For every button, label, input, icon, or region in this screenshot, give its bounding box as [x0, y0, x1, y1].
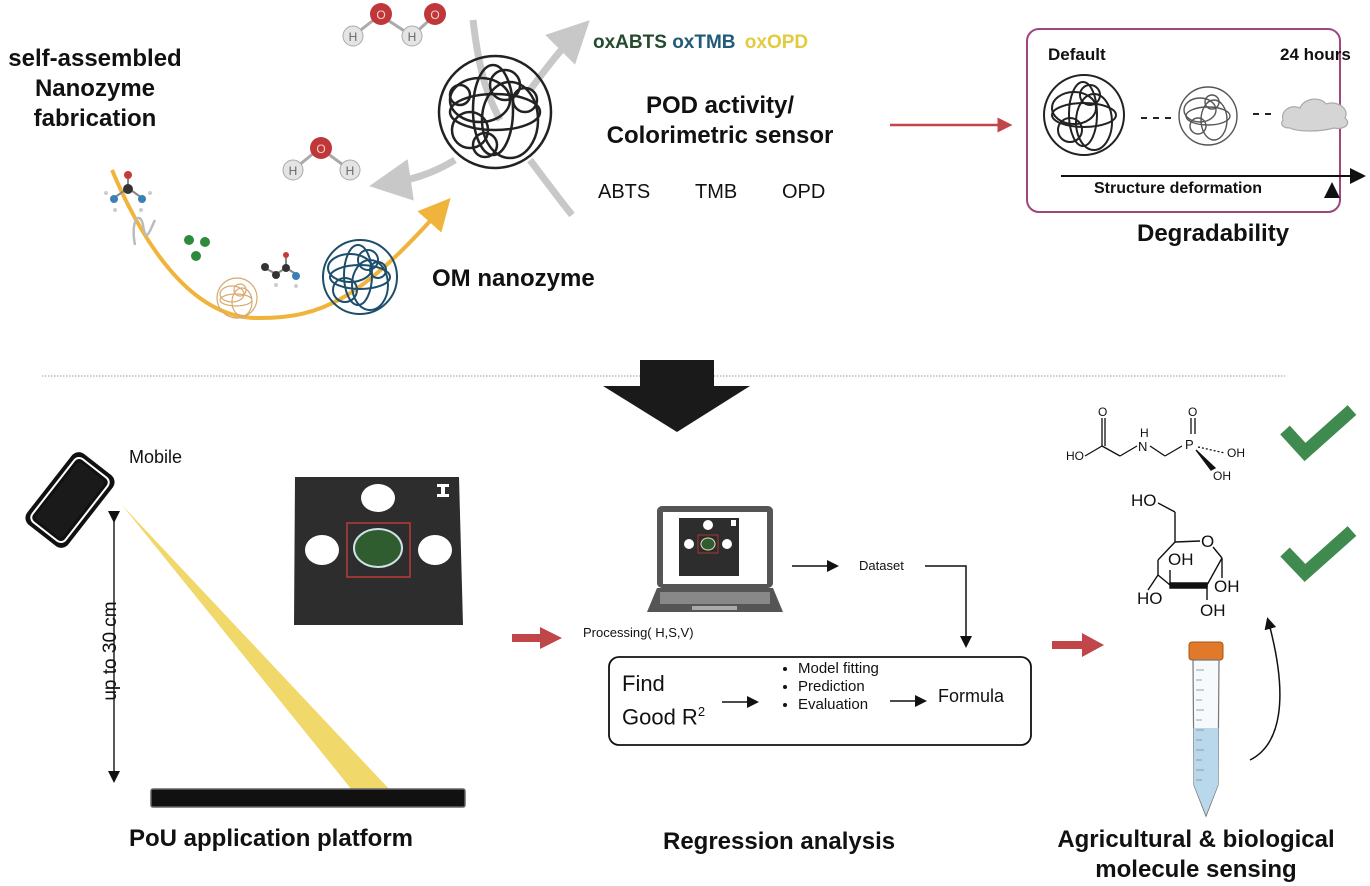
atom-label: O: [376, 8, 385, 22]
dataset-to-box-arrow: [925, 565, 972, 648]
sensing-title-line: molecule sensing: [1095, 856, 1297, 883]
om-nanozyme-label: OM nanozyme: [432, 265, 595, 292]
reaction-arrow-substrate: [527, 157, 575, 218]
glucose-atom-label: HO: [1137, 589, 1163, 608]
ox-abts-label: oxABTS: [593, 32, 667, 53]
atom-label: H: [289, 164, 298, 178]
sensing-title-line: Agricultural & biological: [1057, 826, 1335, 853]
glyphosate-atom-label: P: [1185, 437, 1194, 452]
nanozyme-catalyst-ball-icon: [437, 54, 553, 170]
fabrication-title-line: Nanozyme: [34, 75, 156, 102]
sensing-title: Agricultural & biological molecule sensi…: [1040, 825, 1352, 885]
partially-degraded-ball-icon: [1178, 86, 1238, 146]
substrate-abts: ABTS: [598, 181, 651, 203]
default-nanozyme-ball-icon: [1043, 74, 1125, 156]
find-text: Find: [622, 671, 665, 696]
acrylamide-molecule-icon: [261, 252, 300, 288]
glucose-atom-label: OH: [1214, 577, 1240, 596]
good-r: Good R: [622, 704, 698, 730]
reaction-arrow-in: [469, 19, 504, 122]
atom-label: O: [316, 142, 325, 156]
camera-light-beam: [122, 505, 390, 790]
deformation-axis-label: Structure deformation: [1094, 180, 1263, 197]
flow-arrow-to-sensing: [1052, 633, 1104, 657]
step-item: Model fitting: [798, 660, 908, 678]
fabrication-title: self-assembled Nanozyme fabrication: [0, 44, 190, 134]
platform-bar: [150, 788, 466, 808]
flow-arrow-to-regression: [512, 627, 562, 649]
regression-analysis-title: Regression analysis: [663, 828, 896, 855]
glyphosate-atom-label: O: [1098, 405, 1108, 419]
good-r-text: Good R2: [622, 698, 705, 731]
dataset-label: Dataset: [859, 558, 904, 573]
water-molecule-icon: H O H: [282, 137, 361, 181]
check-icon-glucose: [1280, 526, 1357, 583]
ox-tmb-label: oxTMB: [672, 32, 736, 53]
substrate-tmb: TMB: [695, 181, 738, 203]
laptop-icon: [647, 506, 783, 612]
mobile-label: Mobile: [129, 447, 183, 467]
glyphosate-atom-label: N: [1138, 439, 1148, 454]
atom-label: H: [346, 164, 355, 178]
regression-process-box: [608, 656, 1032, 746]
reaction-arrow-out-water: [369, 156, 457, 201]
find-good-r2-label: Find Good R2: [622, 670, 705, 731]
metal-ions-icon: [184, 235, 210, 261]
glyphosate-atom-label: H: [1140, 426, 1149, 440]
urea-molecule-icon: [104, 171, 152, 212]
step-item: Evaluation: [798, 696, 908, 714]
pod-title-line: Colorimetric sensor: [606, 122, 834, 149]
degradability-end-label: 24 hours: [1280, 45, 1351, 64]
atom-label: H: [408, 30, 417, 44]
sensor-card-icon: [294, 477, 463, 625]
oxidized-products: oxABTS oxTMB oxOPD: [593, 32, 808, 54]
glyphosate-atom-label: OH: [1227, 446, 1245, 460]
atom-label: O: [430, 8, 439, 22]
atom-label: H: [349, 30, 358, 44]
degradability-start-label: Default: [1048, 45, 1106, 64]
sample-tube-icon: [1188, 641, 1224, 818]
step-item: Prediction: [798, 678, 908, 696]
fabrication-title-line: self-assembled: [8, 45, 182, 72]
degraded-cloud-icon: [1281, 98, 1349, 132]
glyphosate-atom-label: OH: [1213, 469, 1231, 483]
glucose-atom-label: O: [1201, 532, 1215, 551]
glucose-atom-label: OH: [1200, 601, 1226, 620]
pod-activity-title: POD activity/ Colorimetric sensor: [590, 91, 850, 151]
fabrication-title-line: fabrication: [33, 105, 157, 132]
glyphosate-atom-label: O: [1188, 405, 1198, 419]
regression-steps-list: Model fitting Prediction Evaluation: [780, 660, 908, 714]
big-down-arrow: [603, 360, 750, 432]
reaction-arrow-out-products: [527, 20, 590, 93]
degradability-title: Degradability: [1137, 220, 1290, 247]
processing-label: Processing( H,S,V): [583, 625, 694, 640]
pou-platform-title: PoU application platform: [129, 825, 414, 852]
precursor-nanoparticle-icon: [216, 277, 258, 319]
mobile-phone-icon: [25, 452, 115, 548]
pod-title-line: POD activity/: [645, 92, 795, 119]
check-icon-glyphosate: [1280, 405, 1357, 462]
glucose-atom-label: HO: [1131, 491, 1157, 510]
polymer-chain-icon: [132, 216, 157, 246]
distance-label: up to 30 cm: [100, 601, 121, 701]
formula-label: Formula: [938, 686, 1005, 706]
glucose-atom-label: OH: [1168, 550, 1194, 569]
r-superscript: 2: [697, 704, 706, 719]
substrate-opd: OPD: [782, 181, 826, 203]
hydrogen-peroxide-molecule-icon: H O H O: [342, 3, 446, 47]
glyphosate-structure-icon: [1084, 418, 1226, 471]
ox-opd-label: oxOPD: [744, 32, 809, 53]
tube-to-molecules-arrow: [1249, 617, 1281, 761]
om-nanozyme-ball-icon: [322, 239, 398, 315]
glucose-structure-icon: [1147, 502, 1223, 600]
glyphosate-atom-label: HO: [1066, 449, 1084, 463]
